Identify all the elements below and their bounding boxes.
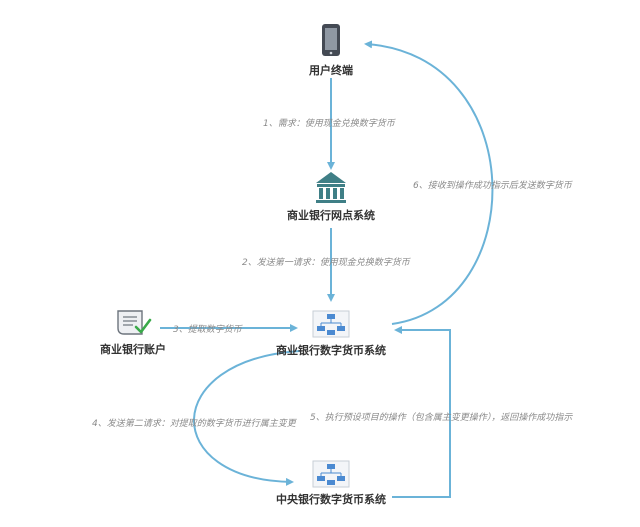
edge-step4-arrow <box>193 350 301 486</box>
edge-step4-label: 4、发送第二请求：对提取的数字货币进行属主变更 <box>92 419 296 429</box>
edge-step6-arrow <box>364 40 494 325</box>
flowchart-icon <box>312 310 350 338</box>
edge-step5-label: 5、执行预设项目的操作（包含属主变更操作），返回操作成功指示 <box>310 413 573 423</box>
document-check-icon <box>117 310 152 335</box>
bank-building-icon <box>316 172 346 203</box>
node-user-terminal-label: 用户终端 <box>309 64 353 77</box>
edge-step5-arrow <box>392 326 451 498</box>
smartphone-icon <box>322 24 340 56</box>
edge-step6-label: 6、接收到操作成功指示后发送数字货币 <box>413 181 572 191</box>
node-branch-system-label: 商业银行网点系统 <box>287 209 375 222</box>
edge-step3-label: 3、提取数字货币 <box>173 325 242 335</box>
flowchart-icon <box>312 460 350 488</box>
edge-step2-label: 2、发送第一请求：使用现金兑换数字货币 <box>242 258 410 268</box>
node-central-dc-system-label: 中央银行数字货币系统 <box>276 493 386 506</box>
node-bank-account-label: 商业银行账户 <box>100 343 166 356</box>
node-commercial-dc-system-label: 商业银行数字货币系统 <box>276 344 386 357</box>
edge-step1-label: 1、需求：使用现金兑换数字货币 <box>263 119 395 129</box>
